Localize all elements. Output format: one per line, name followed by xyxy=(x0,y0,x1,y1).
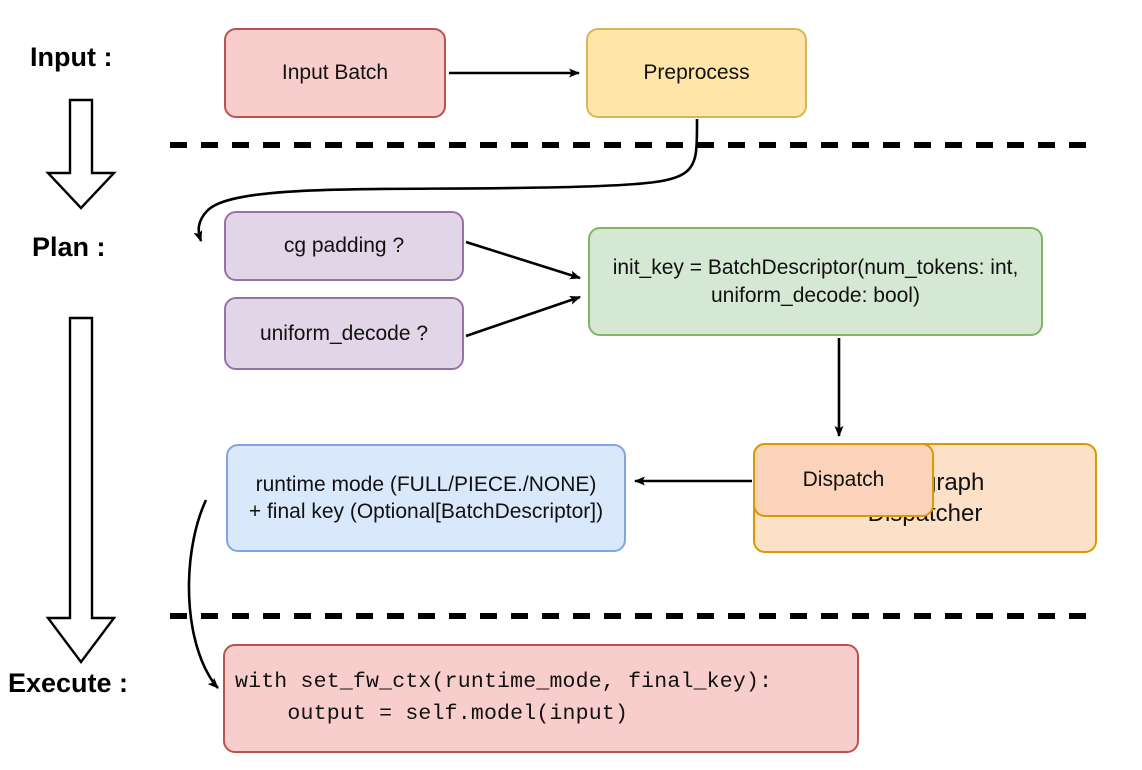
arrow-runtime-mode-to-execute xyxy=(187,499,219,689)
node-label-init-key: init_key = BatchDescriptor(num_tokens: i… xyxy=(612,256,1019,307)
node-label-input-batch: Input Batch xyxy=(281,61,389,85)
node-execute-code[interactable]: with set_fw_ctx(runtime_mode, final_key)… xyxy=(223,644,859,753)
stage-block-arrows xyxy=(45,98,117,664)
arrow-uniform-decode-to-init-key xyxy=(465,295,581,338)
node-runtime-mode-result[interactable]: runtime mode (FULL/PIECE./NONE) + final … xyxy=(226,444,626,552)
node-cg-padding[interactable]: cg padding ? xyxy=(224,211,464,281)
node-label-runtime-mode-result: runtime mode (FULL/PIECE./NONE) + final … xyxy=(248,472,604,523)
node-dispatch[interactable]: Dispatch xyxy=(753,443,934,517)
stage-arrow-input-to-plan xyxy=(45,98,117,210)
node-label-preprocess: Preprocess xyxy=(643,61,750,85)
node-uniform-decode[interactable]: uniform_decode ? xyxy=(224,297,464,370)
node-preprocess[interactable]: Preprocess xyxy=(586,28,807,118)
node-init-key[interactable]: init_key = BatchDescriptor(num_tokens: i… xyxy=(588,227,1043,336)
stage-label-plan: Plan : xyxy=(32,232,106,262)
connector-arrows xyxy=(187,68,844,689)
stage-label-input: Input : xyxy=(30,42,113,72)
node-input-batch[interactable]: Input Batch xyxy=(224,28,446,118)
arrow-cg-padding-to-init-key xyxy=(465,240,581,280)
node-label-execute-code: with set_fw_ctx(runtime_mode, final_key)… xyxy=(235,670,773,726)
stage-label-execute: Execute : xyxy=(8,668,129,698)
node-label-uniform-decode: uniform_decode ? xyxy=(259,321,429,345)
stage-arrow-plan-to-execute xyxy=(45,316,117,664)
node-label-dispatch: Dispatch xyxy=(802,468,885,492)
node-label-cg-padding: cg padding ? xyxy=(283,234,405,258)
